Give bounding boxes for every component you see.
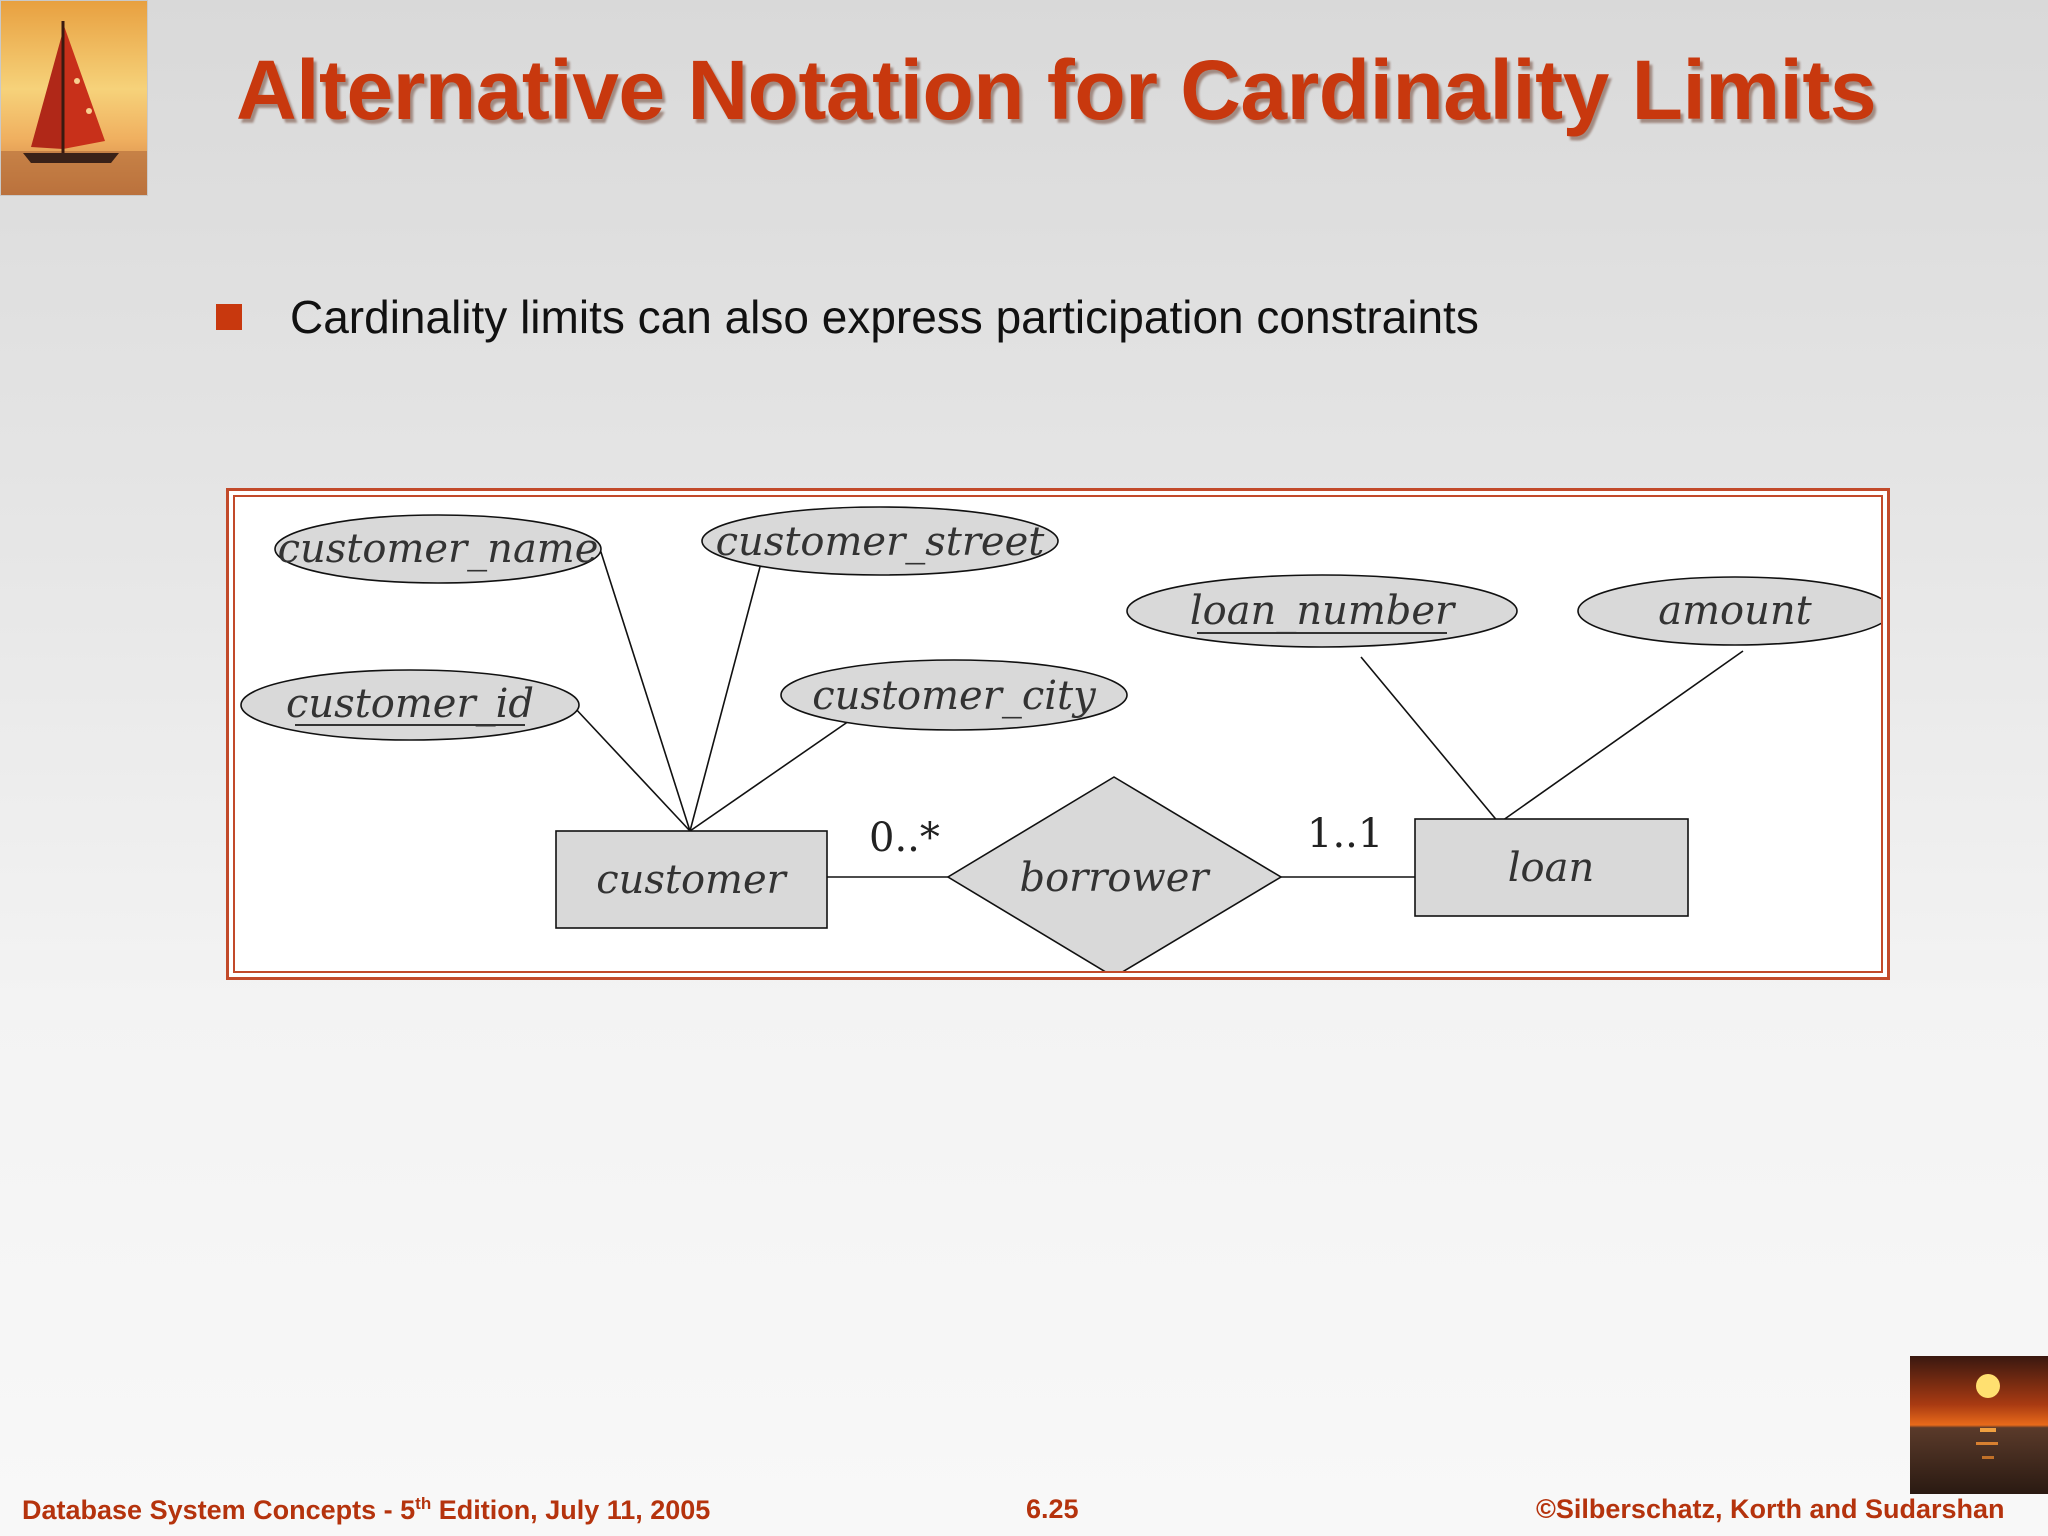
- entity-loan: loan: [1414, 818, 1689, 917]
- relationship-borrower: borrower: [946, 776, 1283, 971]
- footer-book-title-suffix: Edition, July 11, 2005: [431, 1495, 711, 1525]
- er-diagram: customer_name customer_street customer_i…: [233, 495, 1883, 973]
- line-amount: [1498, 650, 1744, 824]
- line-customer-id: [573, 706, 691, 832]
- attr-customer-city-label: customer_city: [812, 673, 1097, 719]
- slide-title: Alternative Notation for Cardinality Lim…: [236, 43, 1877, 137]
- footer-copyright: ©Silberschatz, Korth and Sudarshan: [1536, 1494, 2005, 1524]
- connector-lines: [573, 548, 1744, 878]
- bullet-item: Cardinality limits can also express part…: [216, 290, 1479, 344]
- attr-customer-name: customer_name: [274, 514, 602, 584]
- line-loan-number: [1360, 656, 1500, 824]
- footer-book-title-sup: th: [415, 1494, 432, 1513]
- sailboat-logo: [0, 0, 148, 196]
- entity-customer-label: customer: [596, 857, 788, 903]
- attr-loan-number: loan_number: [1126, 574, 1518, 648]
- entity-customer: customer: [555, 830, 828, 929]
- bullet-text: Cardinality limits can also express part…: [290, 291, 1479, 343]
- sunset-graphic: [1910, 1356, 2048, 1494]
- attr-customer-id-label: customer_id: [286, 681, 534, 727]
- attr-amount-label: amount: [1658, 588, 1812, 634]
- footer-book-title: Database System Concepts - 5th Edition, …: [22, 1494, 710, 1526]
- attr-customer-street-label: customer_street: [716, 519, 1046, 565]
- footer-book-title-prefix: Database System Concepts - 5: [22, 1495, 416, 1525]
- attr-customer-name-label: customer_name: [278, 526, 599, 572]
- er-diagram-frame: customer_name customer_street customer_i…: [226, 488, 1890, 980]
- line-customer-name: [599, 548, 691, 832]
- bullet-square-icon: [216, 304, 242, 330]
- attr-customer-street: customer_street: [701, 506, 1059, 576]
- footer-slide-number: 6.25: [1026, 1494, 1079, 1524]
- relationship-borrower-label: borrower: [1019, 855, 1211, 901]
- line-customer-city: [689, 720, 850, 832]
- sunset-image: [1910, 1356, 2048, 1494]
- sailboat-image: [1, 1, 147, 195]
- line-customer-street: [689, 566, 761, 832]
- attr-customer-city: customer_city: [780, 659, 1128, 731]
- attr-amount: amount: [1577, 576, 1881, 646]
- er-diagram-svg: customer_name customer_street customer_i…: [240, 506, 1881, 971]
- attr-loan-number-label: loan_number: [1190, 588, 1457, 634]
- attr-customer-id: customer_id: [240, 669, 580, 741]
- entity-loan-label: loan: [1508, 845, 1594, 891]
- cardinality-loan: 1..1: [1307, 811, 1383, 857]
- cardinality-customer: 0..*: [869, 815, 940, 861]
